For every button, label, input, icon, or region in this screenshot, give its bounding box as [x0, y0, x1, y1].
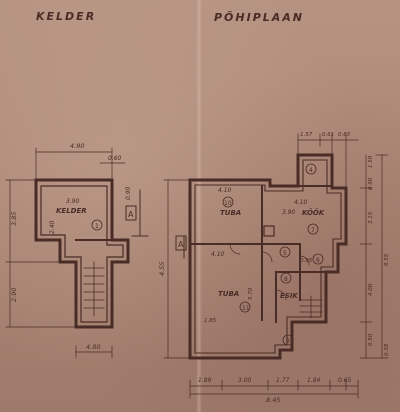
- main-stair: [299, 295, 323, 319]
- room-11-name: TUBA: [218, 290, 239, 298]
- right-dim-4: 4.00: [368, 283, 374, 296]
- basement-room-marker: [91, 219, 103, 231]
- basement-dim-left-upper: 3.85: [10, 212, 18, 226]
- basement-dim-bottom: 4.80: [86, 343, 100, 351]
- right-dim-2: 0.90: [368, 177, 374, 190]
- right-dim-5: 0.50: [368, 333, 374, 346]
- bottom-dim-3: 1.77: [276, 377, 290, 384]
- basement-dim-top: 4.90: [70, 142, 84, 150]
- kitchen-area-dim: 3.90: [282, 209, 296, 216]
- basement-top-dim-line: [35, 147, 126, 181]
- room-6-number: 6: [316, 257, 320, 264]
- main-left-dim-label: 4.55: [158, 262, 166, 276]
- room-5-width: 4.10: [211, 251, 225, 258]
- basement-dim-side-a: 0.90: [125, 186, 132, 200]
- top-dim-2: 0.61: [322, 132, 334, 138]
- room-4-number: 4: [309, 167, 313, 174]
- misc-dim-2: 5.70: [248, 287, 254, 300]
- basement-room-number: 1: [95, 223, 99, 230]
- basement-outer-wall: [34, 178, 130, 329]
- bottom-dim-5: 0.65: [338, 377, 352, 384]
- room-11-number: 11: [242, 305, 250, 312]
- main-inner-wall: [194, 159, 342, 354]
- right-dim-3: 3.15: [368, 211, 374, 224]
- room-8-number: 8: [284, 276, 288, 283]
- main-partitions: [189, 185, 339, 323]
- room-8-name: ESIK: [280, 292, 298, 300]
- room-7-width: 4.10: [294, 199, 308, 206]
- room-10-name: TUBA: [220, 209, 241, 217]
- misc-dim-1: 0.95: [300, 258, 313, 264]
- chimney: [263, 225, 275, 237]
- room-7-number: 7: [311, 227, 315, 234]
- room-10-number: 10: [224, 200, 232, 207]
- paper-fold: [196, 0, 202, 412]
- basement-plan: [5, 147, 149, 359]
- misc-dim-3: 1.85: [204, 318, 217, 324]
- bottom-dim-1: 1.89: [198, 377, 212, 384]
- right-dim-6: 8.55: [384, 253, 390, 266]
- basement-dim-small: 0.60: [108, 155, 122, 162]
- basement-bottom-dim-line: [75, 345, 113, 359]
- basement-dim-left-lower: 2.90: [10, 288, 18, 302]
- top-dim-3: 0.65: [338, 132, 351, 138]
- total-width-dim: 8.45: [266, 396, 280, 404]
- main-room-markers: [222, 163, 324, 346]
- main-floor-title: PÕHIPLAAN: [214, 11, 304, 24]
- top-dim-1: 1.57: [300, 132, 313, 138]
- main-plan: [163, 133, 389, 399]
- basement-inner-wall: [40, 185, 124, 323]
- main-section-label: A: [178, 240, 184, 249]
- room-5-number: 5: [283, 250, 287, 257]
- main-left-dim: [163, 179, 191, 359]
- basement-dim-side-b: 2.40: [49, 220, 56, 234]
- door-swings: [229, 243, 310, 301]
- basement-title: KELDER: [36, 10, 96, 23]
- right-dim-7: 0.38: [384, 343, 390, 356]
- basement-section-cut: [125, 189, 149, 237]
- main-top-dim-chain: [297, 133, 359, 189]
- basement-left-dim-line: [5, 179, 77, 328]
- basement-room-name: KELDER: [56, 207, 87, 215]
- right-dim-1: 1.50: [368, 155, 374, 168]
- basement-section-label: A: [128, 210, 134, 219]
- basement-stair: [83, 261, 105, 317]
- bottom-dim-2: 3.00: [238, 377, 252, 384]
- main-right-dim-chain: [359, 154, 389, 359]
- room-7-name: KÖÖK: [302, 208, 325, 217]
- main-bottom-dim-chain: [189, 379, 359, 399]
- room-10-width: 4.10: [218, 187, 232, 194]
- basement-dim-inner: 3.90: [66, 198, 80, 205]
- bottom-dim-4: 1.84: [307, 377, 321, 384]
- room-3-number: 3: [286, 338, 290, 345]
- main-section-cut: [175, 235, 187, 259]
